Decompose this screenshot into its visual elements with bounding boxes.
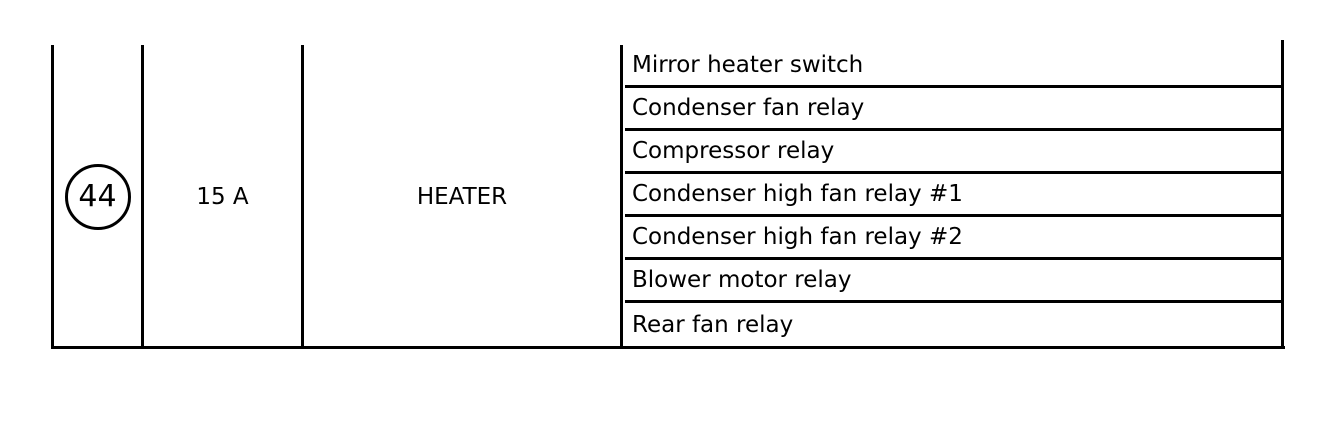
fuse-number-cell: 44 (54, 45, 141, 348)
protected-circuits-list: Mirror heater switch Condenser fan relay… (625, 45, 1283, 346)
list-item: Condenser high fan relay #1 (625, 174, 1283, 217)
fuse-rating: 15 A (196, 183, 249, 210)
table-border-left (51, 45, 54, 348)
table-border-right (1281, 40, 1284, 348)
list-item: Compressor relay (625, 131, 1283, 174)
column-divider (620, 45, 623, 348)
list-item: Condenser high fan relay #2 (625, 217, 1283, 260)
column-divider (301, 45, 304, 348)
fuse-name-cell: HEATER (304, 45, 620, 348)
list-item: Condenser fan relay (625, 88, 1283, 131)
list-item: Mirror heater switch (625, 45, 1283, 88)
fuse-name: HEATER (416, 183, 508, 210)
fuse-number-badge: 44 (64, 163, 131, 230)
fuse-table: 44 15 A HEATER Mirror heater switch Cond… (51, 40, 1285, 349)
list-item: Rear fan relay (632, 311, 794, 338)
column-divider (141, 45, 144, 348)
list-item: Blower motor relay (625, 260, 1283, 303)
fuse-number: 44 (78, 179, 117, 214)
fuse-rating-cell: 15 A (144, 45, 301, 348)
